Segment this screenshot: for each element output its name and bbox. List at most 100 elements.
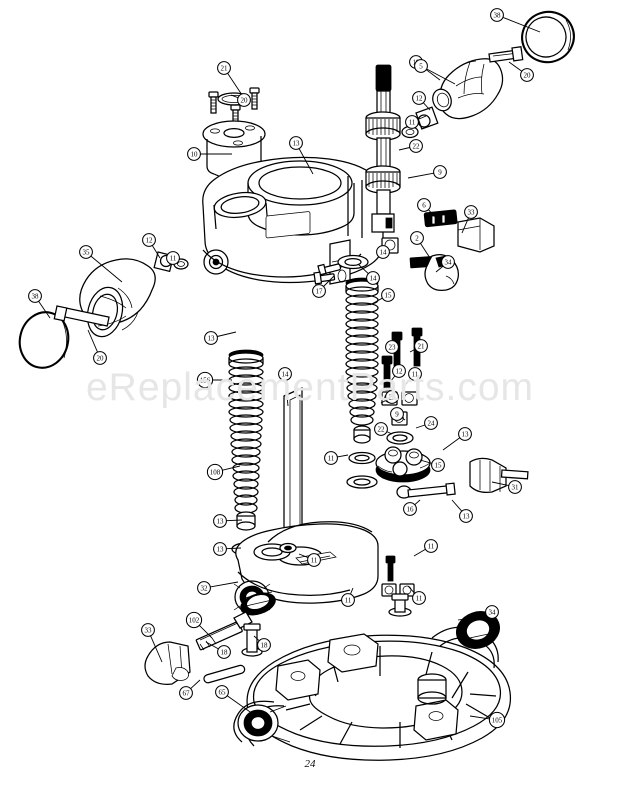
part-main-body-casting [202,156,384,285]
callout-number: 14 [380,248,388,256]
callout-number: 15 [435,461,443,469]
callout-bubble [424,539,438,553]
callout-leader [217,331,237,337]
callout-14: 14 [278,367,292,407]
callout-number: 12 [146,236,154,244]
callout-bubble [417,198,431,212]
callout-10: 10 [187,147,232,161]
right-spring-bushing [353,425,371,444]
callout-21: 21 [409,339,428,353]
callout-bubble [257,638,271,652]
callout-11: 11 [298,553,321,567]
callout-leader [230,94,239,99]
callout-bubble [412,591,426,605]
callout-leader [413,548,426,557]
callout-15: 15 [419,458,445,472]
base-block-1 [327,633,379,673]
callout-leader [435,265,444,273]
callout-number: 5 [419,62,423,70]
callout-number: 13 [463,512,471,520]
callout-bubble [312,284,326,298]
callout-bubble [28,289,42,303]
callout-number: 34 [489,608,497,616]
hex-nut-2 [401,391,418,406]
callout-20: 20 [87,329,107,365]
callout-bubble [213,542,227,556]
callout-leader [357,263,369,274]
callout-9: 9 [390,407,406,421]
callout-34: 34 [469,605,499,623]
callout-20: 20 [508,61,534,82]
gear-bolt [396,482,456,499]
callout-bubble [490,8,504,22]
callout-leader [253,635,260,642]
callout-20: 20 [230,93,251,107]
right-spring-coils [345,286,379,426]
callout-leader [380,399,387,404]
callout-6: 6 [417,198,441,223]
hub-flange-disc [202,120,266,183]
callout-bubble [405,115,419,129]
callout-number: 13 [462,430,470,438]
callout-22: 22 [398,139,423,153]
callout-12: 12 [412,91,431,111]
callout-number: 22 [389,393,397,401]
callout-11: 11 [405,115,427,129]
callout-bubble [392,364,406,378]
callout-number: 11 [328,454,335,462]
callout-leader [389,375,396,383]
part-base-plate [233,593,512,761]
bolt-c [381,355,393,391]
callout-13: 13 [289,136,314,175]
callout-leader [426,68,456,85]
callout-leader [210,581,239,588]
callout-number: 23 [389,343,397,351]
callout-bubble [488,711,506,729]
callout-bubble [324,451,338,465]
callout-number: 65 [219,688,227,696]
part-wedge-block [144,641,191,685]
callout-11: 11 [413,539,438,557]
callout-number: 15 [385,291,393,299]
callout-11: 11 [341,587,355,607]
callout-11: 11 [324,451,349,465]
callout-bubble [385,340,399,354]
callout-number: 9 [395,410,399,418]
callout-number: 11 [416,594,423,602]
callout-number: 10 [191,150,199,158]
callout-number: 11 [170,254,177,262]
callout-leader [226,547,242,550]
callout-bubble [403,502,417,516]
callout-bubble [366,271,380,285]
callout-24: 24 [415,416,438,430]
callout-17: 17 [312,275,335,298]
callout-number: 11 [428,542,435,550]
part-latch-clamp-parts [409,209,529,493]
callout-65: 65 [215,685,254,715]
callout-14: 14 [357,263,380,285]
base-block-2 [275,659,321,701]
callout-leader [422,102,431,111]
callout-number: 12 [416,94,424,102]
callout-number: 13 [217,545,225,553]
callout-18: 18 [205,641,231,659]
callout-leader [323,275,335,287]
callout-13: 13 [442,427,472,451]
callout-12: 12 [389,364,406,383]
callout-number: 20 [524,71,532,79]
callout-number: 156 [200,376,211,384]
callout-leader [199,625,213,639]
callout-leader [205,641,219,650]
hub-screw-right [249,87,260,110]
callout-bubble [307,553,321,567]
callout-bubble [433,165,447,179]
callout-33: 33 [461,205,478,234]
callout-156: 156 [196,371,232,389]
callout-leader [398,147,410,151]
right-knob-nut [415,106,439,130]
callout-11: 11 [403,367,422,387]
callout-2: 2 [410,231,431,259]
callout-23: 23 [385,340,399,361]
callout-leader [350,587,354,595]
